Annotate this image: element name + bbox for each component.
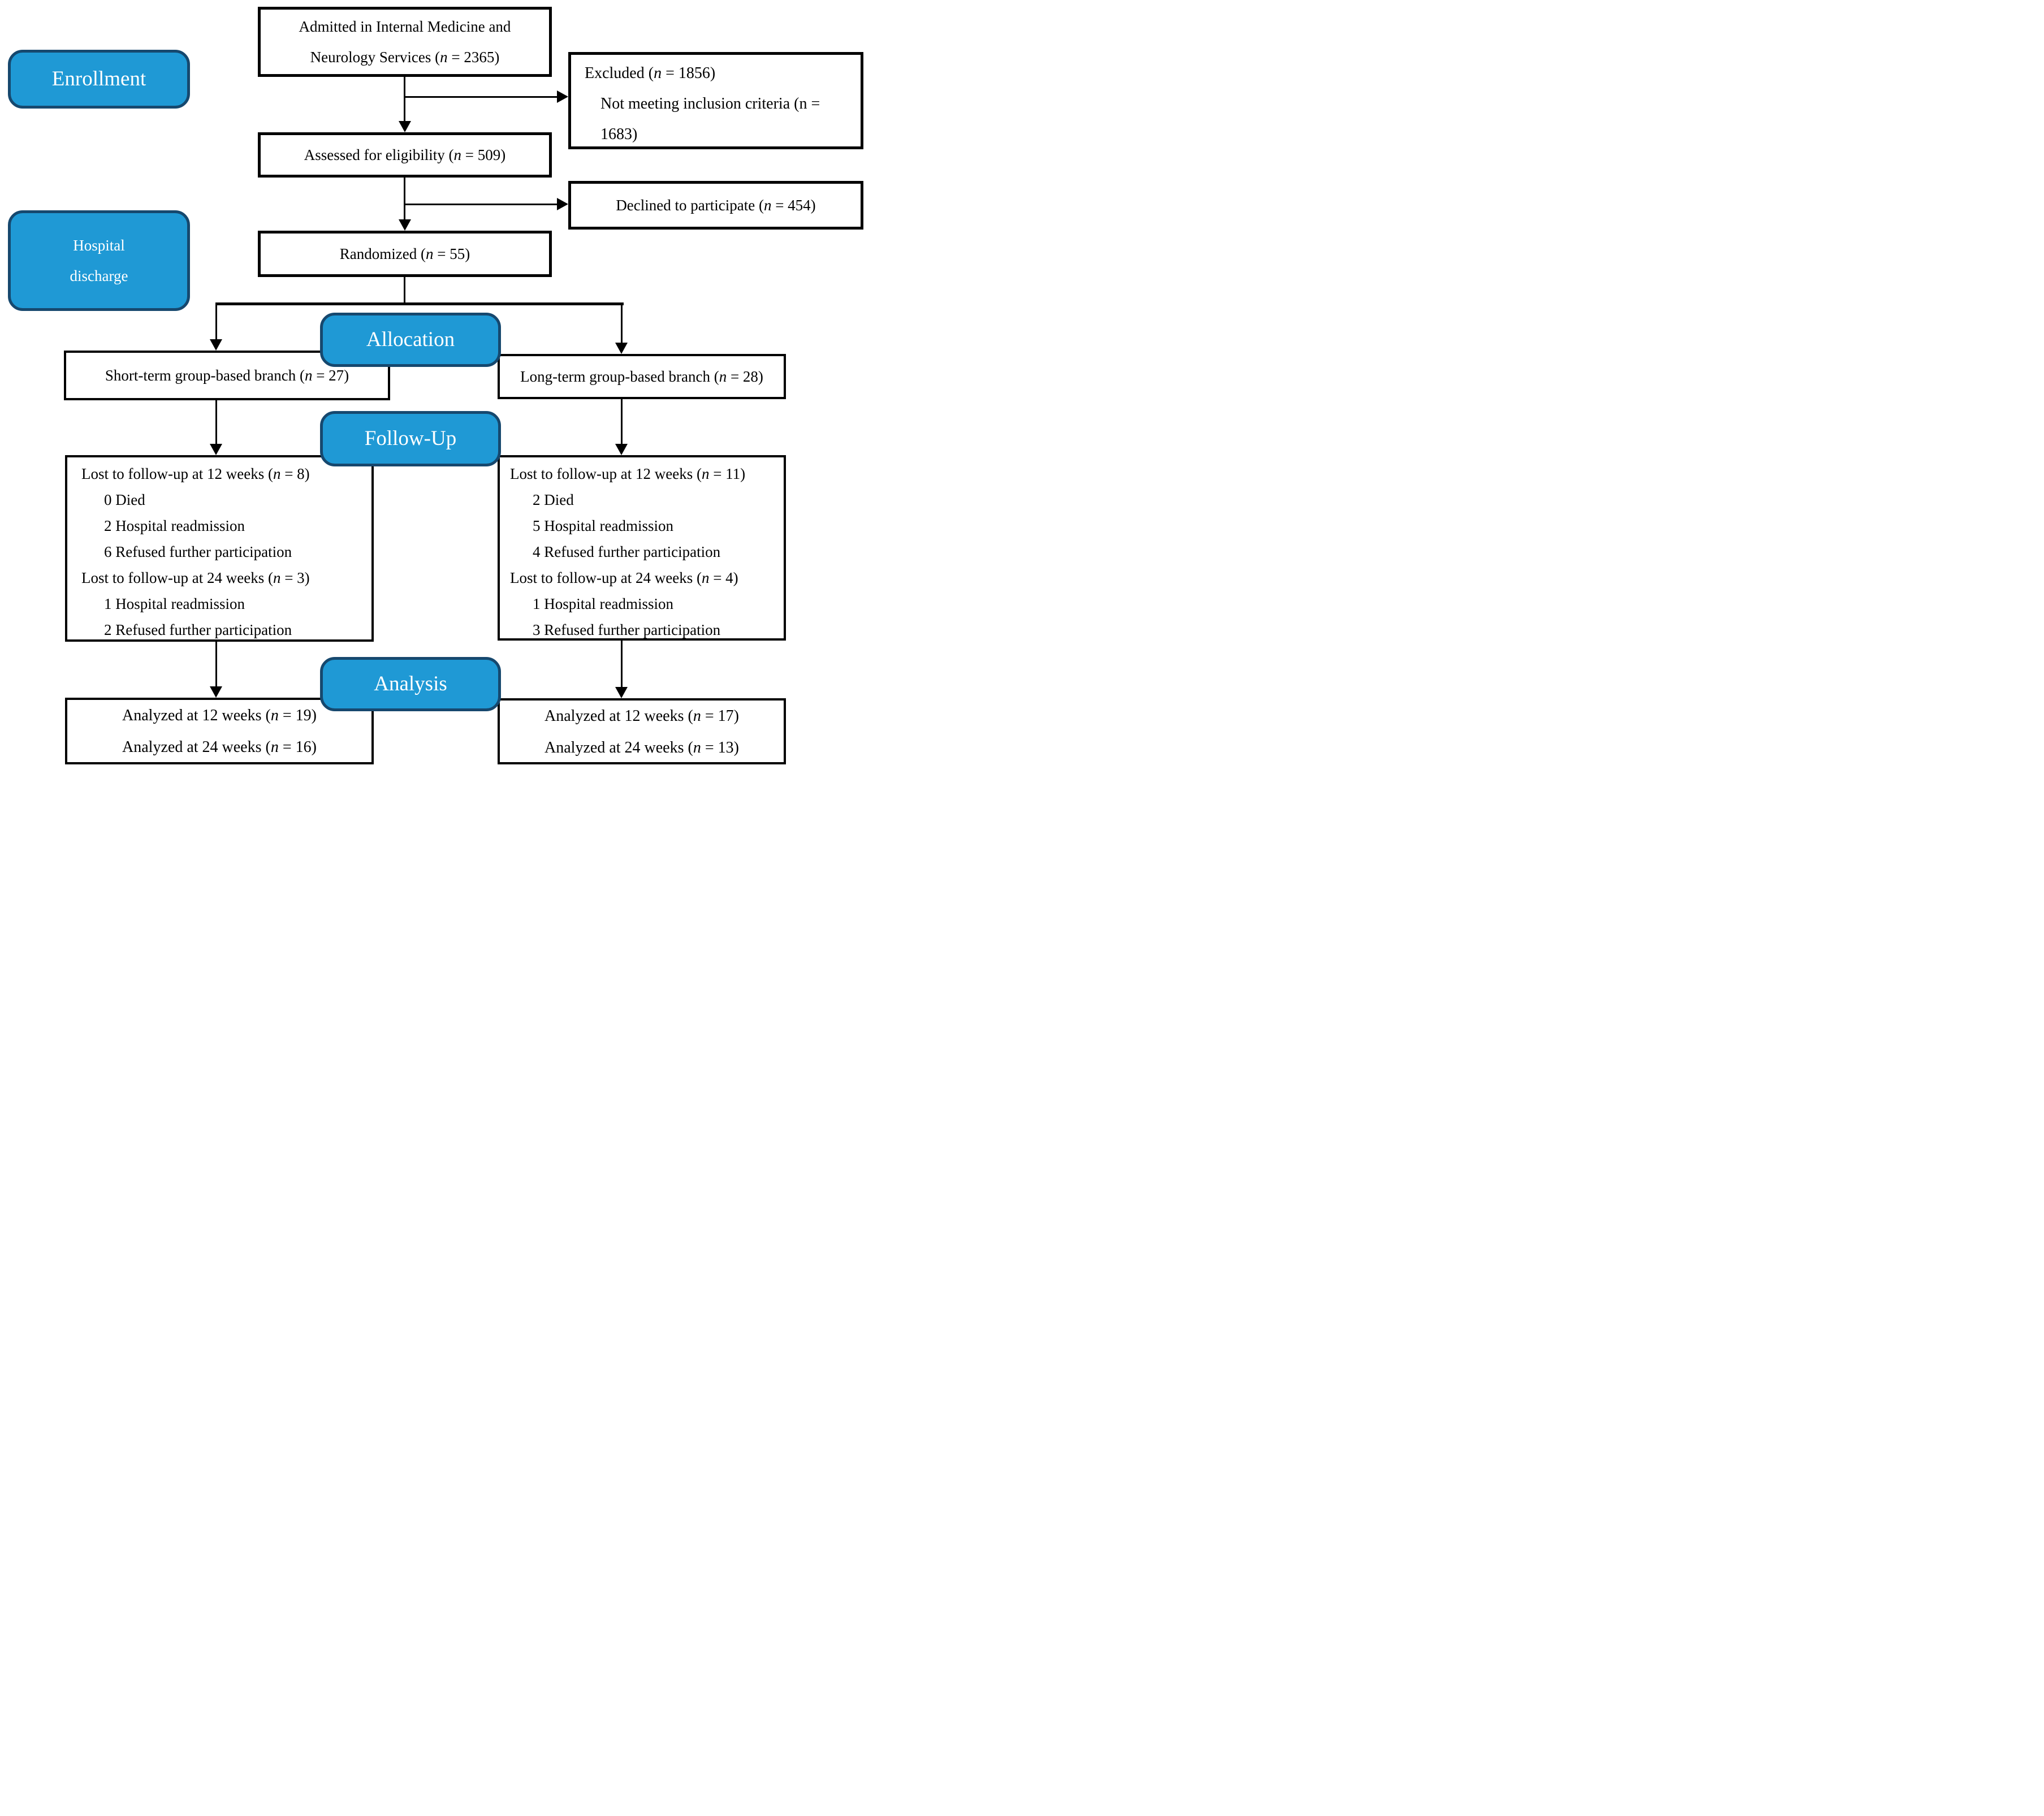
- followup-left-line: Lost to follow-up at 12 weeks (n = 8): [81, 465, 310, 482]
- followup-right-line: 1 Hospital readmission: [533, 595, 673, 612]
- long-term-branch-box: Long-term group-based branch (n = 28): [498, 354, 786, 399]
- randomized-text: Randomized (n = 55): [339, 245, 470, 262]
- randomized-box: Randomized (n = 55): [258, 231, 552, 277]
- arrowhead-into-right-followup: [615, 444, 628, 455]
- arrowhead-into-right-branch: [615, 343, 628, 354]
- followup-right-line: 3 Refused further participation: [533, 621, 721, 638]
- analysis-label: Analysis: [374, 672, 447, 695]
- admitted-box: Admitted in Internal Medicine and Neurol…: [258, 7, 552, 77]
- followup-right-line: 2 Died: [533, 491, 574, 508]
- followup-left-line: Lost to follow-up at 24 weeks (n = 3): [81, 569, 310, 586]
- allocation-label: Allocation: [366, 328, 455, 351]
- analysis-left-box: Analyzed at 12 weeks (n = 19) Analyzed a…: [65, 698, 374, 764]
- arrowhead-into-left-followup: [210, 444, 222, 455]
- followup-left-line: 2 Refused further participation: [104, 621, 292, 638]
- short-term-branch-text: Short-term group-based branch (n = 27): [105, 367, 349, 384]
- followup-right-line: 4 Refused further participation: [533, 543, 721, 560]
- followup-right-box: Lost to follow-up at 12 weeks (n = 11) 2…: [498, 455, 786, 641]
- connector-to-declined: [404, 204, 558, 205]
- analysis-left-line2: Analyzed at 24 weeks (n = 16): [122, 738, 317, 756]
- enrollment-badge: Enrollment: [8, 50, 190, 109]
- excluded-line3: 1683): [600, 126, 638, 143]
- arrowhead-into-right-analysis: [615, 687, 628, 698]
- analysis-right-line1: Analyzed at 12 weeks (n = 17): [545, 707, 739, 725]
- admitted-line1: Admitted in Internal Medicine and: [299, 18, 511, 35]
- consort-flow-diagram: Admitted in Internal Medicine and Neurol…: [0, 0, 871, 773]
- connector-split-to-left-branch: [215, 304, 217, 340]
- arrowhead-into-excluded: [557, 90, 568, 103]
- excluded-box: Excluded (n = 1856) Not meeting inclusio…: [568, 52, 863, 149]
- declined-text: Declined to participate (n = 454): [616, 197, 816, 214]
- followup-left-line: 6 Refused further participation: [104, 543, 292, 560]
- followup-right-line: Lost to follow-up at 24 weeks (n = 4): [510, 569, 738, 586]
- connector-right-branch-to-followup: [621, 399, 623, 444]
- connector-assessed-to-randomized: [404, 178, 405, 220]
- assessed-box: Assessed for eligibility (n = 509): [258, 132, 552, 178]
- followup-left-line: 2 Hospital readmission: [104, 517, 245, 534]
- connector-left-branch-to-followup: [215, 400, 217, 444]
- connector-randomized-to-split: [404, 277, 405, 304]
- admitted-line2: Neurology Services (n = 2365): [310, 49, 500, 66]
- arrowhead-into-randomized: [399, 219, 411, 231]
- arrowhead-into-declined: [557, 198, 568, 210]
- arrowhead-into-left-analysis: [210, 686, 222, 698]
- analysis-right-line2: Analyzed at 24 weeks (n = 13): [545, 738, 739, 756]
- connector-to-excluded: [404, 96, 558, 98]
- analysis-badge: Analysis: [320, 657, 501, 711]
- followup-left-line: 0 Died: [104, 491, 145, 508]
- connector-admitted-to-assessed: [404, 77, 405, 122]
- long-term-branch-text: Long-term group-based branch (n = 28): [520, 368, 763, 385]
- arrowhead-into-assessed: [399, 121, 411, 132]
- analysis-left-line1: Analyzed at 12 weeks (n = 19): [122, 707, 317, 724]
- connector-left-followup-to-analysis: [215, 642, 217, 687]
- connector-allocation-split: [215, 302, 624, 305]
- excluded-line2: Not meeting inclusion criteria (n =: [600, 95, 820, 113]
- excluded-line1: Excluded (n = 1856): [585, 64, 716, 82]
- allocation-badge: Allocation: [320, 313, 501, 367]
- followup-left-line: 1 Hospital readmission: [104, 595, 245, 612]
- follow-up-badge: Follow-Up: [320, 411, 501, 466]
- hospital-discharge-line2: discharge: [70, 267, 128, 284]
- arrowhead-into-left-branch: [210, 339, 222, 351]
- hospital-discharge-line1: Hospital: [73, 237, 125, 254]
- enrollment-label: Enrollment: [51, 67, 146, 90]
- followup-left-box: Lost to follow-up at 12 weeks (n = 8) 0 …: [65, 455, 374, 642]
- follow-up-label: Follow-Up: [364, 427, 457, 450]
- connector-split-to-right-branch: [621, 304, 623, 344]
- followup-right-line: Lost to follow-up at 12 weeks (n = 11): [510, 465, 746, 482]
- hospital-discharge-badge: Hospital discharge: [8, 210, 190, 311]
- declined-box: Declined to participate (n = 454): [568, 181, 863, 230]
- assessed-text: Assessed for eligibility (n = 509): [304, 146, 506, 163]
- analysis-right-box: Analyzed at 12 weeks (n = 17) Analyzed a…: [498, 698, 786, 764]
- followup-right-line: 5 Hospital readmission: [533, 517, 673, 534]
- connector-right-followup-to-analysis: [621, 641, 623, 687]
